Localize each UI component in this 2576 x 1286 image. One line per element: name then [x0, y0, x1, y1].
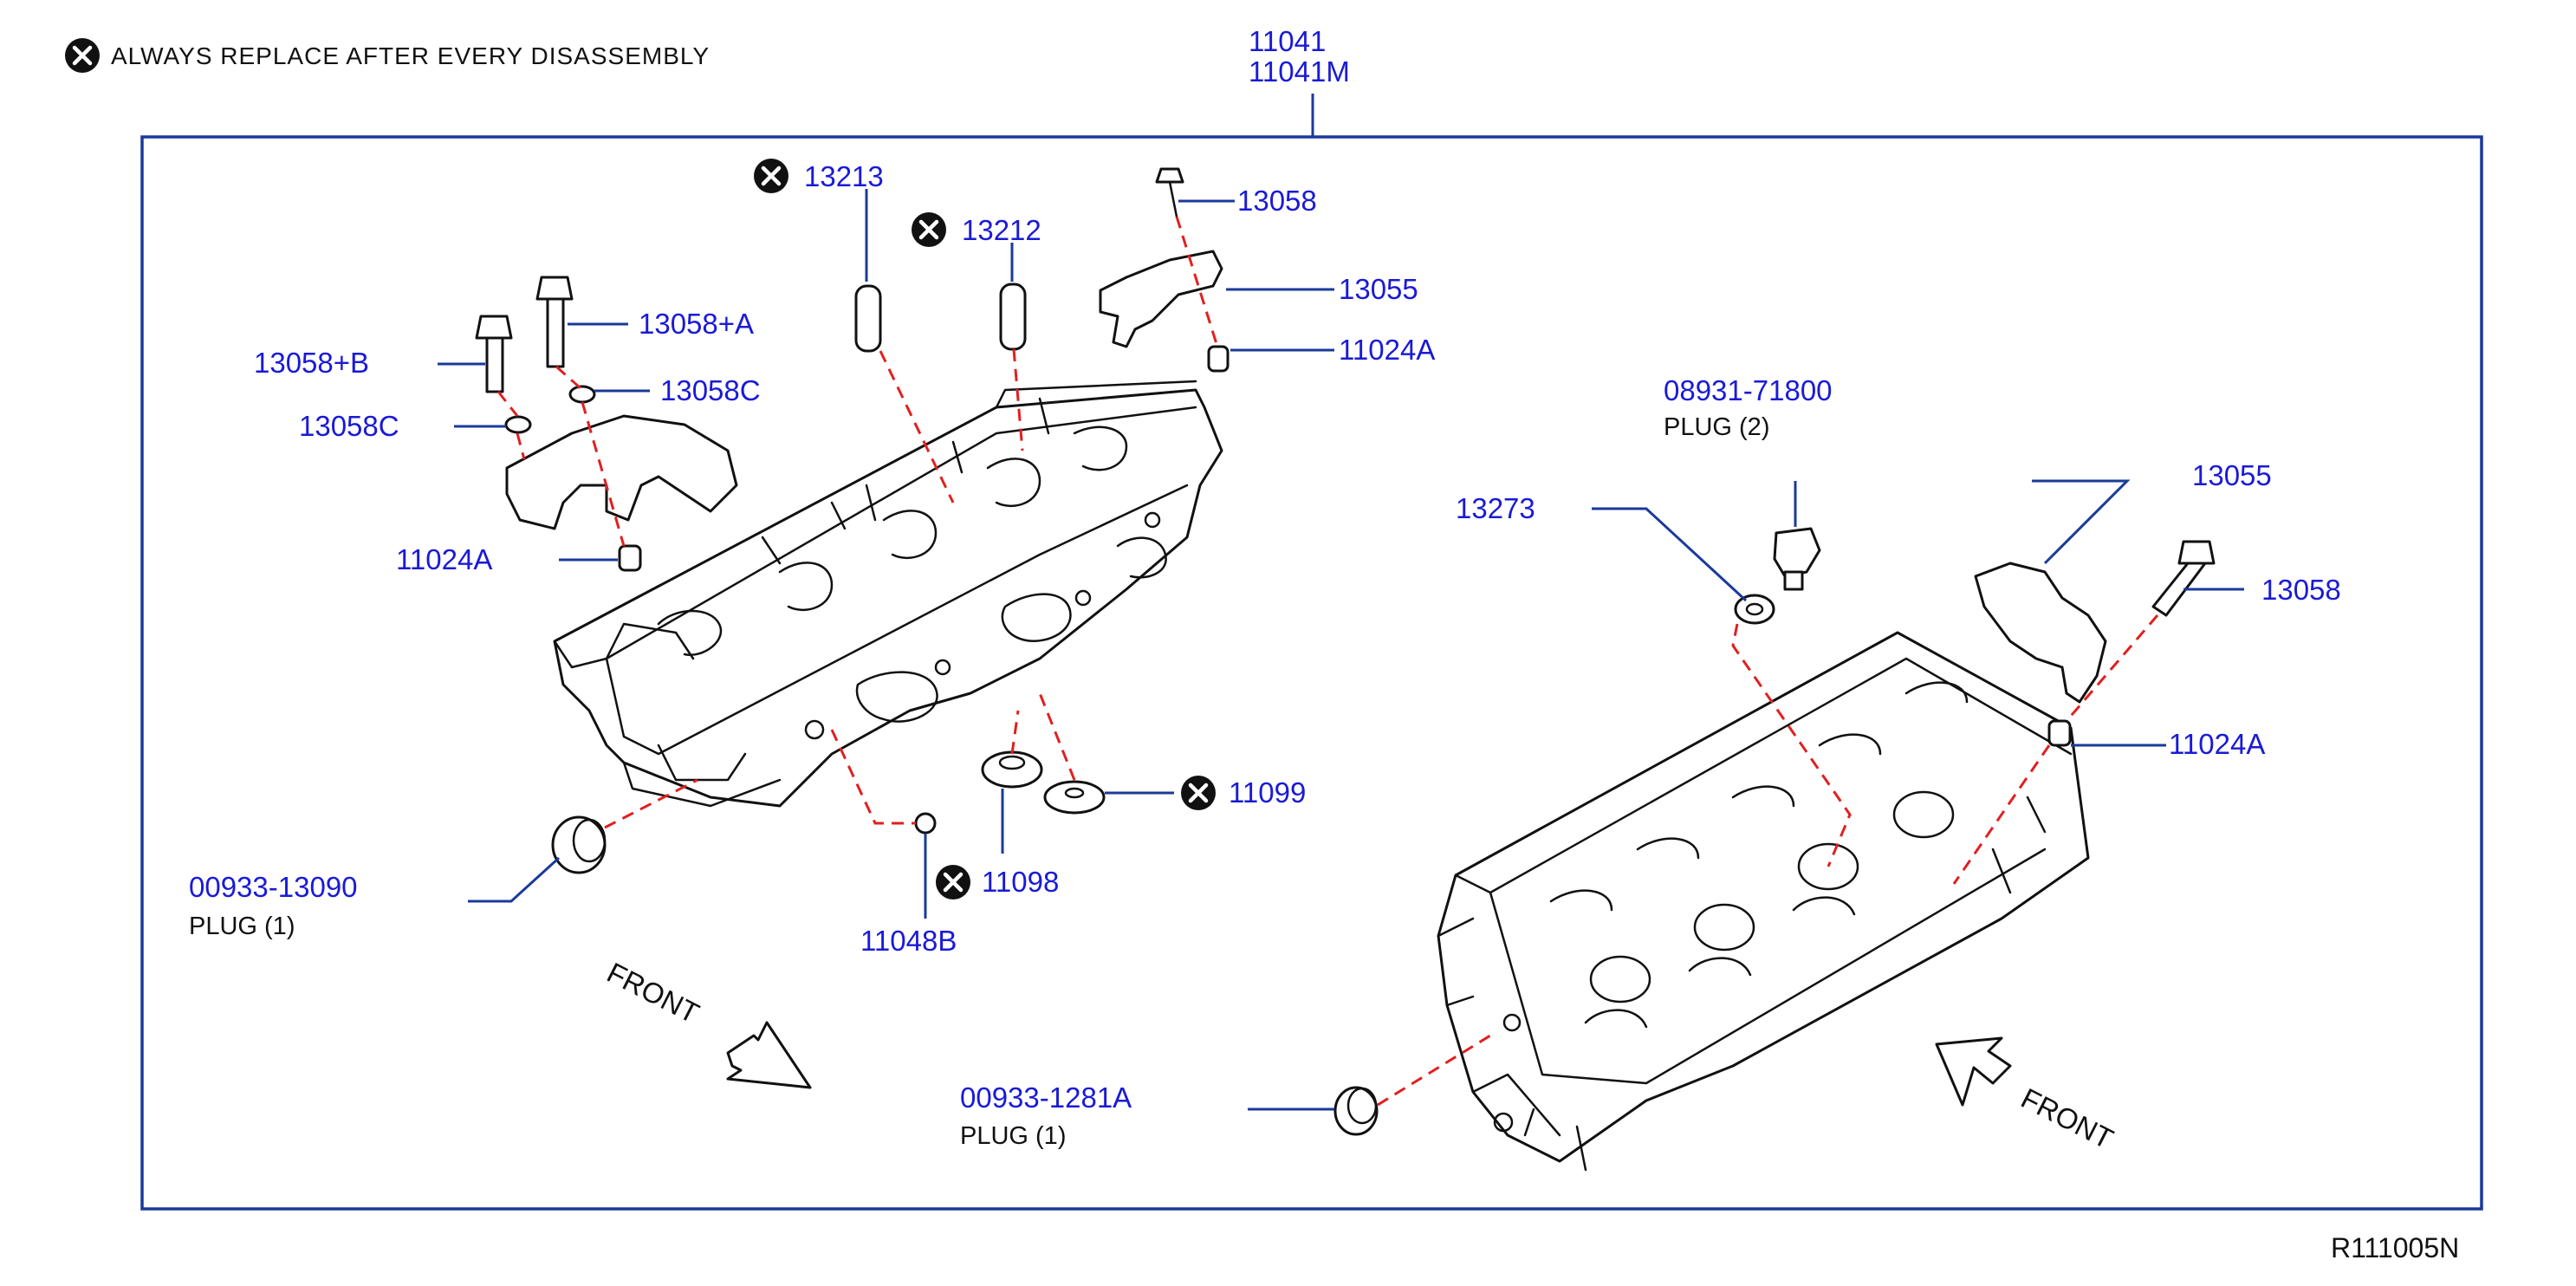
label-13058-B[interactable]: 13058+B: [254, 347, 369, 379]
front-label-left: FRONT: [602, 956, 704, 1029]
part-11024A-right[interactable]: [2047, 719, 2072, 747]
part-13058C-left[interactable]: [504, 415, 532, 434]
part-13213[interactable]: [854, 284, 882, 353]
label-11024A-top[interactable]: 11024A: [1339, 334, 1435, 366]
label-11024A-right[interactable]: 11024A: [2169, 728, 2265, 760]
part-13058-A[interactable]: [535, 276, 574, 368]
part-11024A-top[interactable]: [1207, 345, 1230, 373]
x-circle-icon: [912, 212, 946, 247]
legend-text: ALWAYS REPLACE AFTER EVERY DISASSEMBLY: [111, 42, 710, 69]
part-13058-top[interactable]: [1155, 167, 1184, 218]
part-11024A-left[interactable]: [618, 544, 642, 572]
leader-lines: [438, 189, 2244, 1111]
front-indicator-left: FRONT: [602, 956, 812, 1089]
label-13058C-left[interactable]: 13058C: [299, 410, 399, 442]
part-bracket-left: [505, 414, 738, 530]
part-13058C-right[interactable]: [568, 385, 596, 404]
part-13055-right[interactable]: [1974, 562, 2107, 704]
part-11098[interactable]: [981, 750, 1043, 789]
label-08931-desc: PLUG (2): [1664, 413, 1769, 441]
part-13055-left[interactable]: [1099, 250, 1223, 348]
part-13058-right[interactable]: [2151, 540, 2216, 617]
x-circle-icon: [65, 38, 100, 73]
assembly-frame: [140, 135, 2483, 1211]
cylinder-head-left: [553, 380, 1223, 808]
label-00933-1281A[interactable]: 00933-1281A: [960, 1081, 1132, 1114]
arrow-icon: [1935, 1036, 2012, 1107]
x-circle-icon: [936, 865, 970, 900]
label-13055-right[interactable]: 13055: [2192, 459, 2272, 491]
label-13273[interactable]: 13273: [1456, 492, 1535, 524]
part-13212[interactable]: [999, 283, 1027, 351]
part-00933-13090[interactable]: [551, 815, 607, 874]
front-indicator-right: FRONT: [1935, 1036, 2119, 1155]
label-11098[interactable]: 11098: [982, 866, 1059, 898]
part-08931-71800[interactable]: [1773, 527, 1821, 591]
part-11099[interactable]: [1043, 780, 1106, 815]
legend: ALWAYS REPLACE AFTER EVERY DISASSEMBLY: [65, 38, 710, 73]
cylinder-head-right: [1437, 631, 2090, 1172]
label-13213[interactable]: 13213: [804, 160, 884, 192]
label-13058-right[interactable]: 13058: [2261, 574, 2341, 606]
label-00933-1281A-desc: PLUG (1): [960, 1122, 1066, 1150]
label-08931-71800[interactable]: 08931-71800: [1664, 374, 1833, 406]
label-11048B[interactable]: 11048B: [860, 925, 957, 957]
part-labels: 13213 13212 13058 13055 11024A 13058+A 1…: [189, 160, 2341, 1150]
label-13058-A[interactable]: 13058+A: [639, 308, 754, 340]
part-11048B[interactable]: [914, 812, 937, 835]
reference-code: R111005N: [2331, 1232, 2459, 1263]
label-00933-13090[interactable]: 00933-13090: [189, 871, 358, 903]
dashed-guides: [496, 216, 2159, 1107]
part-00933-1281A[interactable]: [1333, 1086, 1379, 1136]
assembly-number-alt[interactable]: 11041M: [1249, 55, 1350, 88]
label-13055-left[interactable]: 13055: [1339, 273, 1418, 305]
label-00933-13090-desc: PLUG (1): [189, 913, 295, 940]
label-13058-top[interactable]: 13058: [1237, 185, 1317, 217]
assembly-number[interactable]: 11041: [1249, 25, 1326, 57]
arrow-icon: [726, 1021, 812, 1089]
x-circle-icon: [1181, 776, 1216, 810]
front-label-right: FRONT: [2016, 1081, 2119, 1155]
label-11024A-left[interactable]: 11024A: [396, 543, 492, 575]
part-13058-B[interactable]: [475, 315, 513, 393]
part-13273[interactable]: [1734, 594, 1775, 625]
label-13212[interactable]: 13212: [962, 214, 1041, 246]
label-11099[interactable]: 11099: [1229, 776, 1306, 809]
x-circle-icon: [754, 159, 788, 193]
label-13058C-right[interactable]: 13058C: [660, 374, 761, 406]
